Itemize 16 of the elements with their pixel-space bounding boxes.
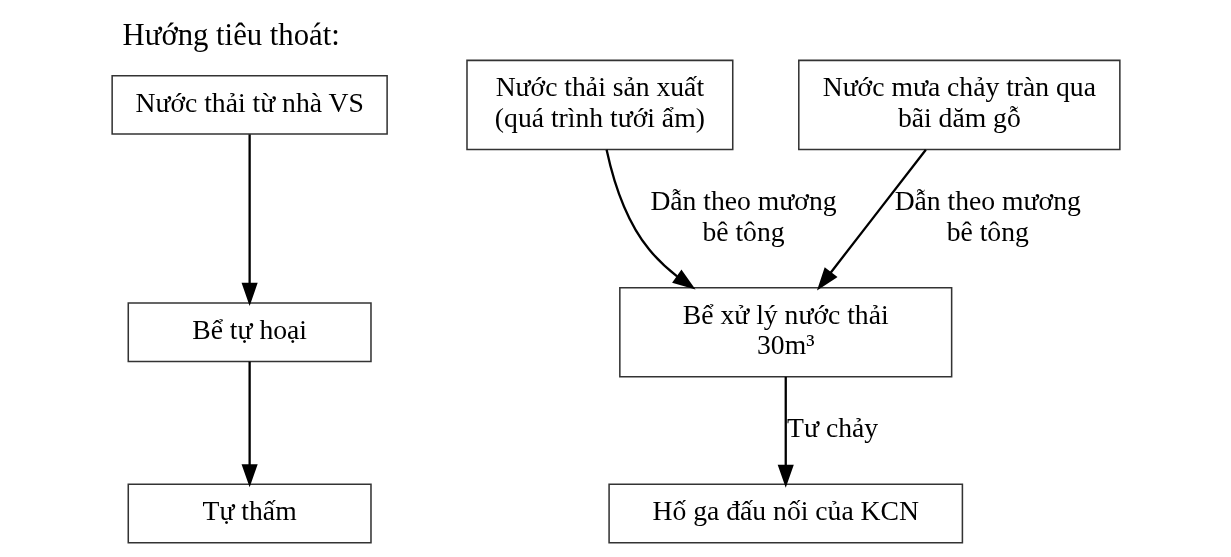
edge-label: Dẫn theo mương bê tông <box>894 184 1081 247</box>
arrow <box>241 134 258 306</box>
node-box: Nước mưa chảy tràn qua bãi dăm gỗ <box>797 59 1121 151</box>
arrow <box>241 361 258 488</box>
node-box: Bể tự hoại <box>127 302 372 363</box>
arrow <box>777 376 794 488</box>
node-box: Bể xử lý nước thải 30m³ <box>618 286 952 378</box>
diagram-title: Hướng tiêu thoát: <box>122 18 340 53</box>
edge-label: Tư chảy <box>786 412 878 444</box>
arrow <box>604 149 696 290</box>
node-box: Nước thải sản xuất (quá trình tưới ẩm) <box>465 59 733 151</box>
arrow <box>816 149 927 291</box>
node-box: Hố ga đấu nối của KCN <box>607 483 963 544</box>
node-box: Nước thải từ nhà VS <box>110 74 388 135</box>
edge-label: Dẫn theo mương bê tông <box>649 184 837 247</box>
node-box: Tự thấm <box>127 483 372 544</box>
